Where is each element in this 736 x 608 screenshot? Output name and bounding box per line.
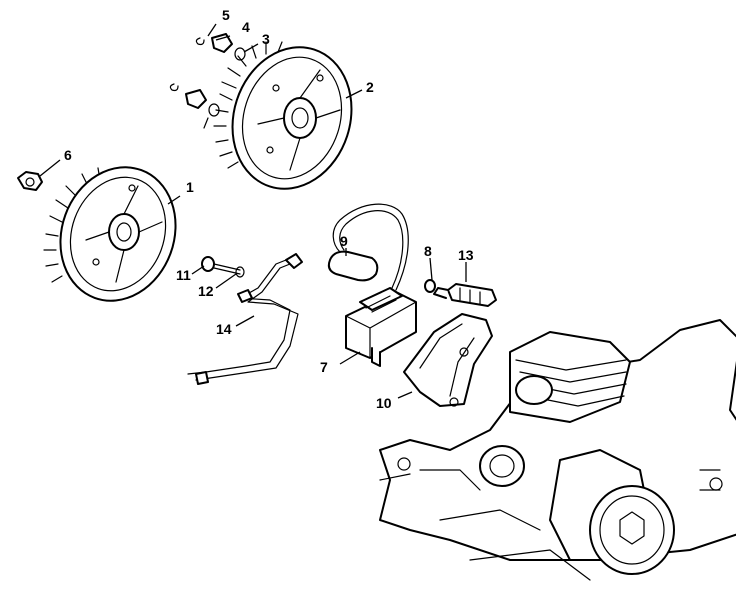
label-2: 2 xyxy=(366,79,374,95)
label-8: 8 xyxy=(424,243,432,259)
label-5: 5 xyxy=(222,7,230,23)
label-9: 9 xyxy=(340,233,348,249)
engine-crankcase xyxy=(379,319,736,581)
ignition-module xyxy=(345,287,417,367)
pawl-assembly-upper xyxy=(195,33,246,61)
leader-lines xyxy=(39,23,467,399)
ht-lead xyxy=(332,203,409,291)
label-13: 13 xyxy=(458,247,474,263)
screw xyxy=(201,256,245,278)
flywheel-upper xyxy=(213,41,353,190)
label-3: 3 xyxy=(262,31,270,47)
label-4: 4 xyxy=(242,19,250,35)
nut xyxy=(17,171,43,191)
wire-harness xyxy=(187,253,303,385)
ignition-cover xyxy=(403,313,493,407)
flywheel-lower xyxy=(43,166,177,302)
label-12: 12 xyxy=(198,283,214,299)
label-10: 10 xyxy=(376,395,392,411)
label-11: 11 xyxy=(176,267,191,283)
pawl-assembly-lower xyxy=(169,83,220,129)
label-6: 6 xyxy=(64,147,72,163)
washer xyxy=(424,279,436,293)
label-7: 7 xyxy=(320,359,328,375)
label-1: 1 xyxy=(186,179,194,195)
spark-plug xyxy=(433,283,497,307)
spark-plug-boot xyxy=(327,250,379,282)
label-14: 14 xyxy=(216,321,232,337)
part-labels: 1 2 3 4 5 6 7 8 9 10 11 12 13 14 xyxy=(64,7,474,411)
